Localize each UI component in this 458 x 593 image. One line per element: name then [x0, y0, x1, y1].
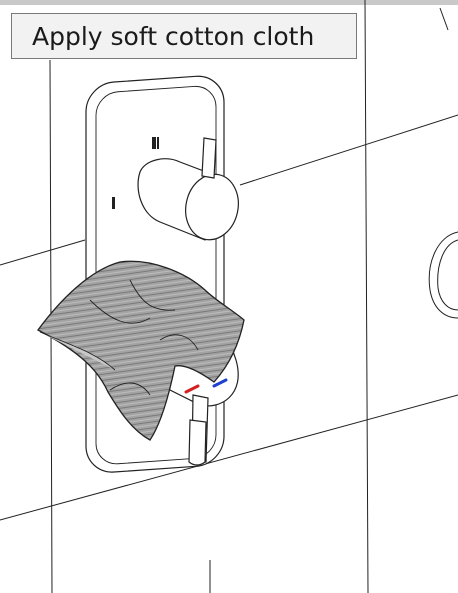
top-strip: [0, 0, 458, 5]
diverter-knob: [137, 137, 239, 241]
caption-text: Apply soft cotton cloth: [32, 21, 315, 51]
caption-box: Apply soft cotton cloth: [11, 13, 357, 59]
adjacent-fitting: [428, 231, 458, 319]
diverter-markings: [112, 137, 159, 209]
lever-stem: [188, 419, 207, 466]
temperature-indicator: [184, 378, 228, 394]
soft-cloth: [37, 260, 245, 441]
